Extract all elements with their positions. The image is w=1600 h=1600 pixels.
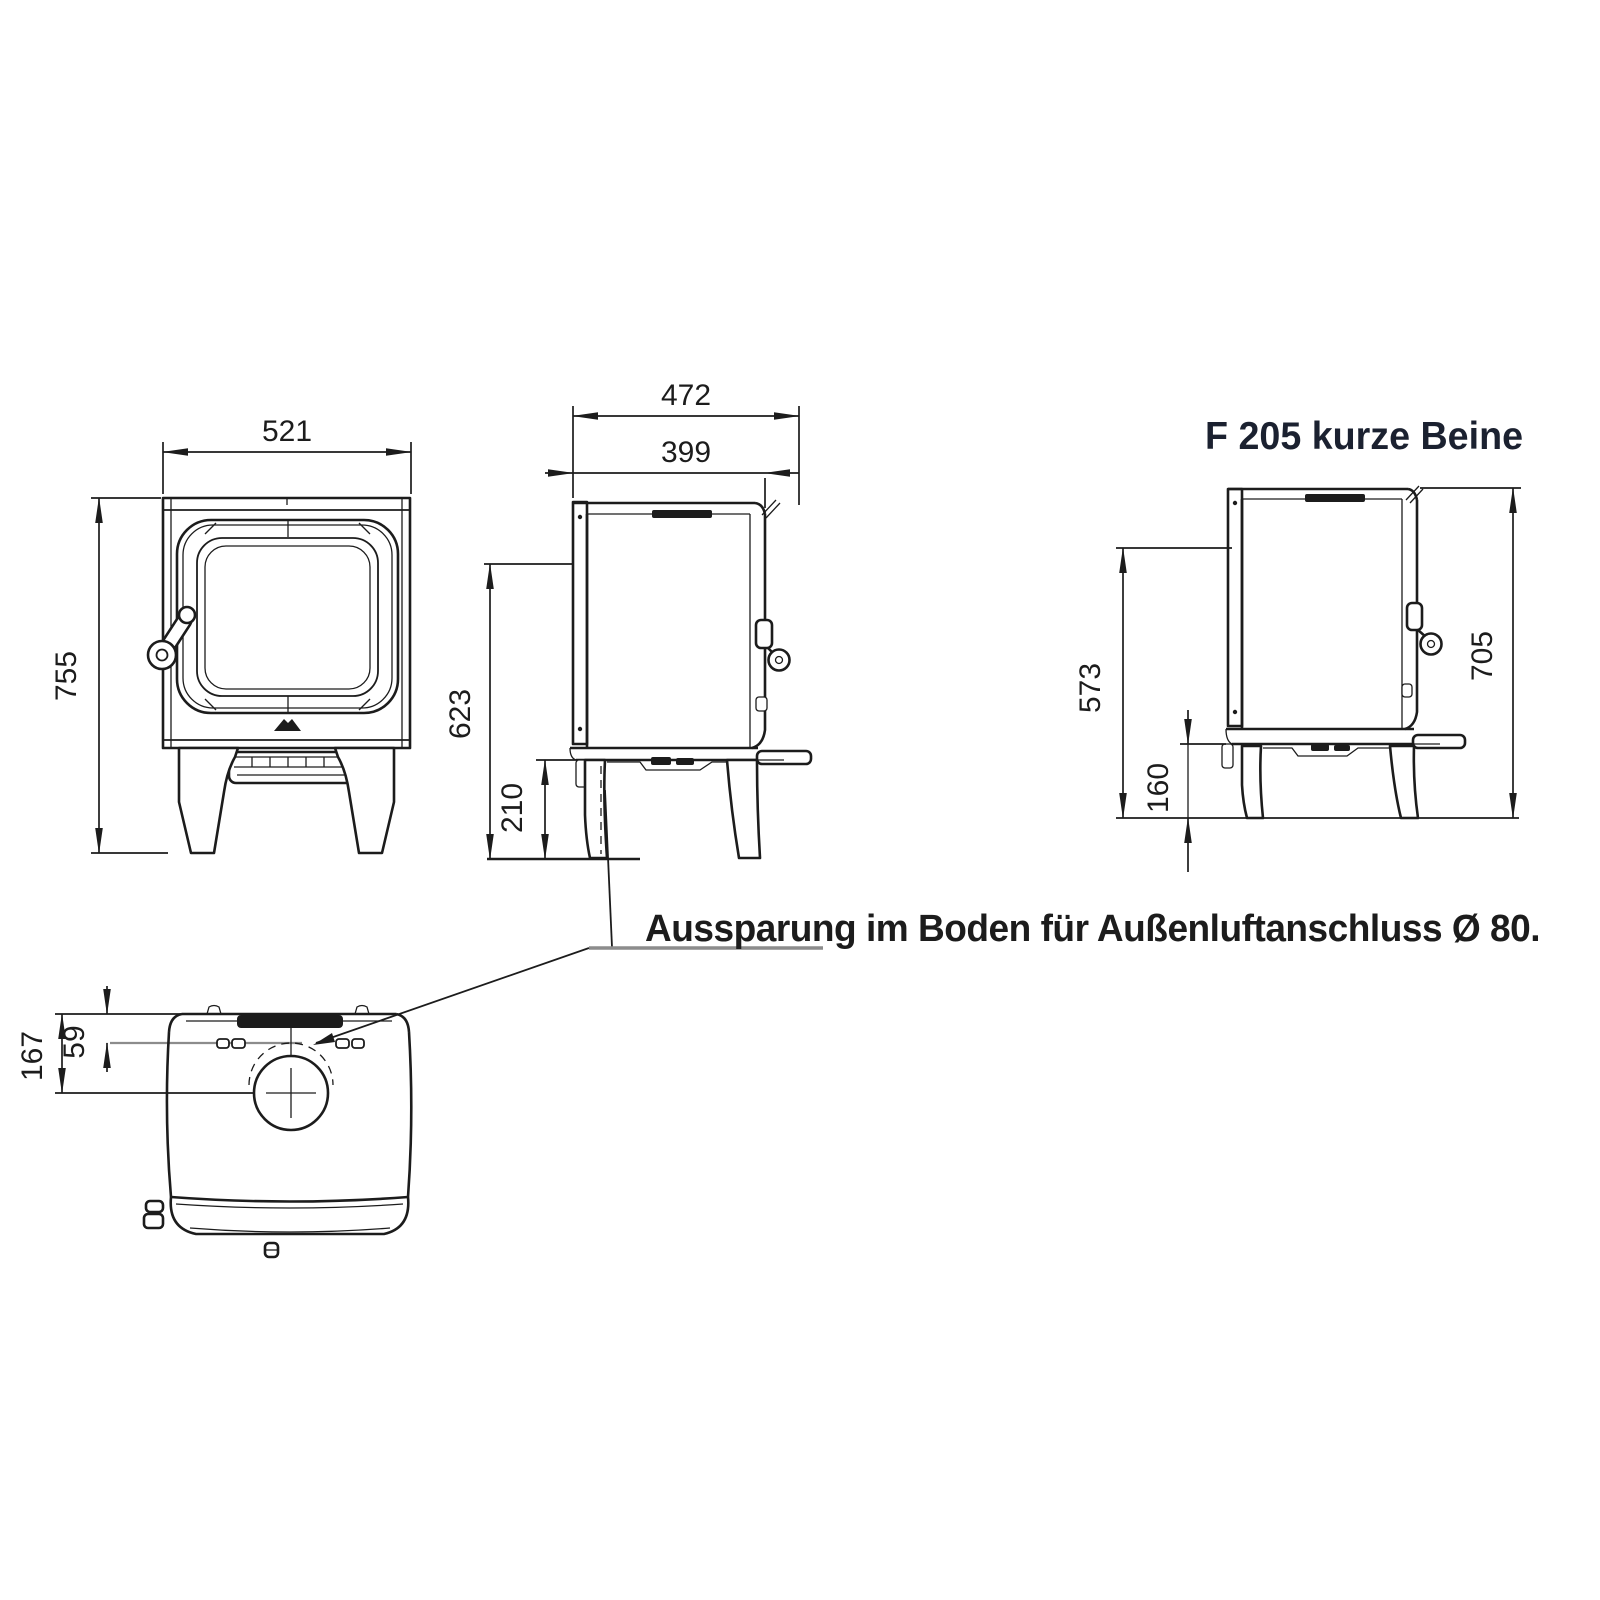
dim-front-height-label: 755 bbox=[50, 651, 83, 701]
door-glass bbox=[204, 545, 371, 690]
rear-heat-shield bbox=[571, 500, 589, 746]
dim-side-depth-total: 472 bbox=[572, 379, 800, 505]
door-handle bbox=[146, 605, 197, 671]
dim-side-body-height-label: 623 bbox=[444, 689, 477, 739]
dim-side-depth-body-label: 399 bbox=[661, 436, 711, 469]
dim-short-leg-height: 160 bbox=[1142, 710, 1226, 872]
dim-top-flue-offset-label: 59 bbox=[58, 1025, 91, 1058]
stove-top-outline bbox=[142, 1004, 413, 1259]
top-handle-knob bbox=[142, 1199, 165, 1230]
variant-title: F 205 kurze Beine bbox=[1205, 415, 1523, 458]
floor-recess-annotation: Aussparung im Boden für Außenluftanschlu… bbox=[645, 908, 1540, 950]
door-frame-outer bbox=[175, 518, 400, 715]
side-back-leg bbox=[583, 758, 609, 860]
dim-short-total-height: 705 bbox=[1420, 487, 1521, 819]
dim-top-flue-offset: 59 bbox=[58, 986, 302, 1072]
floor-recess-hidden-circle bbox=[248, 1042, 334, 1086]
dim-side-depth-body: 399 bbox=[545, 436, 799, 508]
stove-side-outline bbox=[487, 499, 813, 861]
rear-heat-shield-short bbox=[1226, 487, 1244, 728]
front-lip-short bbox=[1411, 733, 1467, 750]
front-left-leg bbox=[177, 746, 240, 855]
stove-short-outline bbox=[1221, 485, 1467, 820]
side-door-handle bbox=[754, 618, 791, 672]
dim-short-leg-height-label: 160 bbox=[1142, 763, 1175, 813]
dim-top-flue-center-label: 167 bbox=[16, 1031, 49, 1081]
brand-logo-triangle bbox=[274, 719, 301, 731]
annotation-leader: Aussparung im Boden für Außenluftanschlu… bbox=[313, 789, 1541, 1045]
top-rear-bar bbox=[237, 1015, 343, 1028]
door-glass-gasket bbox=[196, 537, 379, 697]
dim-side-depth-total-label: 472 bbox=[661, 379, 711, 412]
side-front-leg bbox=[725, 758, 762, 860]
ash-lip bbox=[227, 750, 355, 785]
dim-side-leg-height-label: 210 bbox=[496, 783, 529, 833]
front-view: 521 755 bbox=[50, 415, 412, 855]
top-view: 167 59 bbox=[16, 986, 413, 1259]
stove-front-outline bbox=[146, 496, 412, 855]
dim-short-total-height-label: 705 bbox=[1466, 631, 1499, 681]
dim-side-leg-height: 210 bbox=[496, 759, 594, 860]
side-view: 472 399 623 210 bbox=[444, 379, 813, 861]
dim-front-height: 755 bbox=[50, 497, 168, 854]
dim-front-width: 521 bbox=[162, 415, 412, 494]
short-door-handle bbox=[1405, 601, 1443, 656]
dim-short-height-connector: 573 bbox=[1074, 547, 1232, 819]
short-back-leg bbox=[1240, 744, 1265, 820]
front-lip bbox=[755, 749, 813, 766]
dim-short-height-connector-label: 573 bbox=[1074, 663, 1107, 713]
dim-front-width-label: 521 bbox=[262, 415, 312, 448]
short-front-leg bbox=[1388, 744, 1420, 820]
side-view-short-legs: F 205 kurze Beine bbox=[1074, 415, 1523, 872]
front-right-leg bbox=[333, 746, 396, 855]
dim-side-body-height: 623 bbox=[444, 563, 583, 860]
leader-arrowhead bbox=[313, 1033, 335, 1045]
dim-top-flue-center: 167 bbox=[16, 1013, 272, 1094]
